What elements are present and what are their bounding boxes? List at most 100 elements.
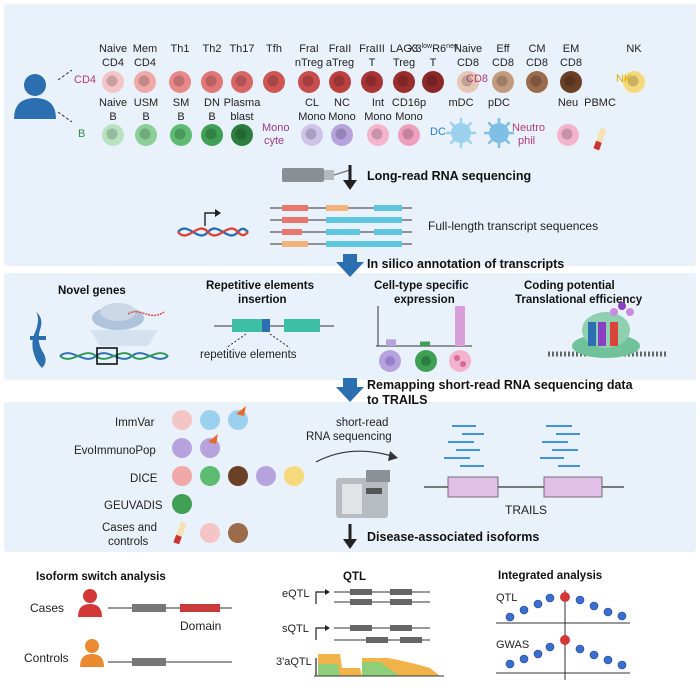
chromosome-dna-illustration bbox=[30, 303, 169, 368]
cell-icon bbox=[367, 124, 389, 146]
cd8-group-label: CD8 bbox=[466, 73, 488, 85]
cell-icon bbox=[298, 71, 320, 93]
cell-label-line1: NC bbox=[334, 97, 350, 109]
annotation-arrow-label: In silico annotation of transcripts bbox=[367, 257, 564, 271]
association-dot-10 bbox=[533, 649, 543, 659]
cell-nucleus bbox=[305, 128, 317, 140]
cell-nucleus bbox=[173, 75, 185, 87]
down-arrow-3 bbox=[336, 378, 364, 402]
remap-arrow-label-2: to TRAILS bbox=[367, 393, 427, 407]
neutrophil-label-2: phil bbox=[518, 135, 535, 147]
cell-label-line1: Naive bbox=[454, 43, 482, 55]
cell-label-line1: Naive bbox=[99, 43, 127, 55]
cell-label-line1: PBMC bbox=[584, 97, 616, 109]
cell-icon bbox=[201, 124, 223, 146]
cell-type-b-3: DNB bbox=[201, 97, 223, 146]
association-dot-8 bbox=[505, 659, 515, 669]
cell-label-line2: blast bbox=[230, 111, 253, 123]
cell-nucleus bbox=[627, 75, 639, 87]
cell-icon bbox=[557, 124, 579, 146]
cell-label-line2: CD4 bbox=[134, 57, 156, 69]
cell-label-line2: Mono bbox=[364, 111, 392, 123]
lead-gwas-dot bbox=[560, 635, 570, 645]
curved-arrow bbox=[315, 450, 393, 463]
cell-label-line1: Plasma bbox=[224, 97, 262, 109]
cell-type-b-2: SMB bbox=[170, 97, 192, 146]
cell-label-line1: Tfh bbox=[266, 43, 282, 55]
cell-nucleus bbox=[333, 75, 345, 87]
cell-label-line1: CD16p bbox=[392, 97, 426, 109]
neutrophil-label-1: Neutro bbox=[512, 122, 545, 134]
trails-transcript bbox=[424, 476, 624, 498]
celltype-expression-title-2: expression bbox=[394, 294, 455, 306]
association-dot-4 bbox=[575, 595, 585, 605]
cell-nucleus bbox=[139, 128, 151, 140]
eqtl-track bbox=[315, 589, 430, 605]
repetitive-elements-sublabel: repetitive elements bbox=[200, 349, 297, 361]
cell-icon bbox=[134, 71, 156, 93]
repetitive-elements-title-1: Repetitive elements bbox=[206, 280, 314, 292]
cell-type-2: Th1 bbox=[169, 43, 191, 93]
b-group-label: B bbox=[78, 128, 85, 140]
association-dot-15 bbox=[617, 660, 627, 670]
cell-icon bbox=[331, 124, 353, 146]
dc-label: DC bbox=[430, 126, 446, 138]
cell-label-line1: Neu bbox=[558, 97, 578, 109]
sequencer-machine-icon bbox=[336, 470, 390, 518]
dendrite bbox=[487, 138, 494, 145]
cell-label-line1: Th2 bbox=[203, 43, 222, 55]
3aqtl-track bbox=[314, 654, 444, 677]
cell-icon bbox=[422, 71, 444, 93]
cell-nucleus bbox=[371, 128, 383, 140]
cell-icon bbox=[361, 71, 383, 93]
cell-icon bbox=[231, 124, 253, 146]
cell-label-line1: Eff bbox=[496, 43, 510, 55]
short-read-label-1: short-read bbox=[336, 417, 388, 429]
dendrite bbox=[466, 138, 473, 145]
disease-arrow-label: Disease-associated isoforms bbox=[367, 530, 539, 544]
cell-type-3: Th2 bbox=[201, 43, 223, 93]
cell-label-line2: B bbox=[177, 111, 184, 123]
cell-type-b-11: Neu bbox=[557, 97, 579, 146]
monocyte-label-1: Mono bbox=[262, 122, 290, 134]
cell-icon bbox=[263, 71, 285, 93]
association-dot-13 bbox=[589, 650, 599, 660]
association-dot-0 bbox=[505, 612, 515, 622]
cell-label-line1: mDC bbox=[448, 97, 473, 109]
dataset-immvar: ImmVar bbox=[115, 417, 155, 429]
cell-label-line2: CD8 bbox=[457, 57, 479, 69]
short-reads bbox=[444, 425, 580, 467]
coding-potential-title-2: Translational efficiency bbox=[515, 294, 643, 306]
cell-type-15: NK bbox=[623, 43, 645, 93]
dataset-cases-controls-1: Cases and bbox=[102, 522, 157, 534]
association-dot-7 bbox=[617, 611, 627, 621]
dataset-dice: DICE bbox=[130, 473, 158, 485]
cell-icon bbox=[398, 124, 420, 146]
cell-icon bbox=[170, 124, 192, 146]
integrated-dot-tracks bbox=[496, 590, 630, 680]
cell-label-line1: EM bbox=[563, 43, 580, 55]
int-gwas-label: GWAS bbox=[496, 639, 529, 651]
cell-type-5: Tfh bbox=[263, 43, 285, 93]
cell-label-line1: CL bbox=[305, 97, 319, 109]
cell-label-line1: FraIII bbox=[359, 43, 385, 55]
domain-label: Domain bbox=[180, 619, 221, 633]
cases-exon bbox=[132, 604, 166, 612]
cell-nucleus bbox=[496, 75, 508, 87]
nk-group-label: NK bbox=[616, 73, 632, 85]
controls-label: Controls bbox=[24, 651, 69, 665]
cell-label-line1: LAG3 bbox=[390, 43, 418, 55]
association-dot-2 bbox=[533, 599, 543, 609]
isoform-switch-title: Isoform switch analysis bbox=[36, 571, 166, 583]
sqtl-label: sQTL bbox=[282, 623, 309, 635]
